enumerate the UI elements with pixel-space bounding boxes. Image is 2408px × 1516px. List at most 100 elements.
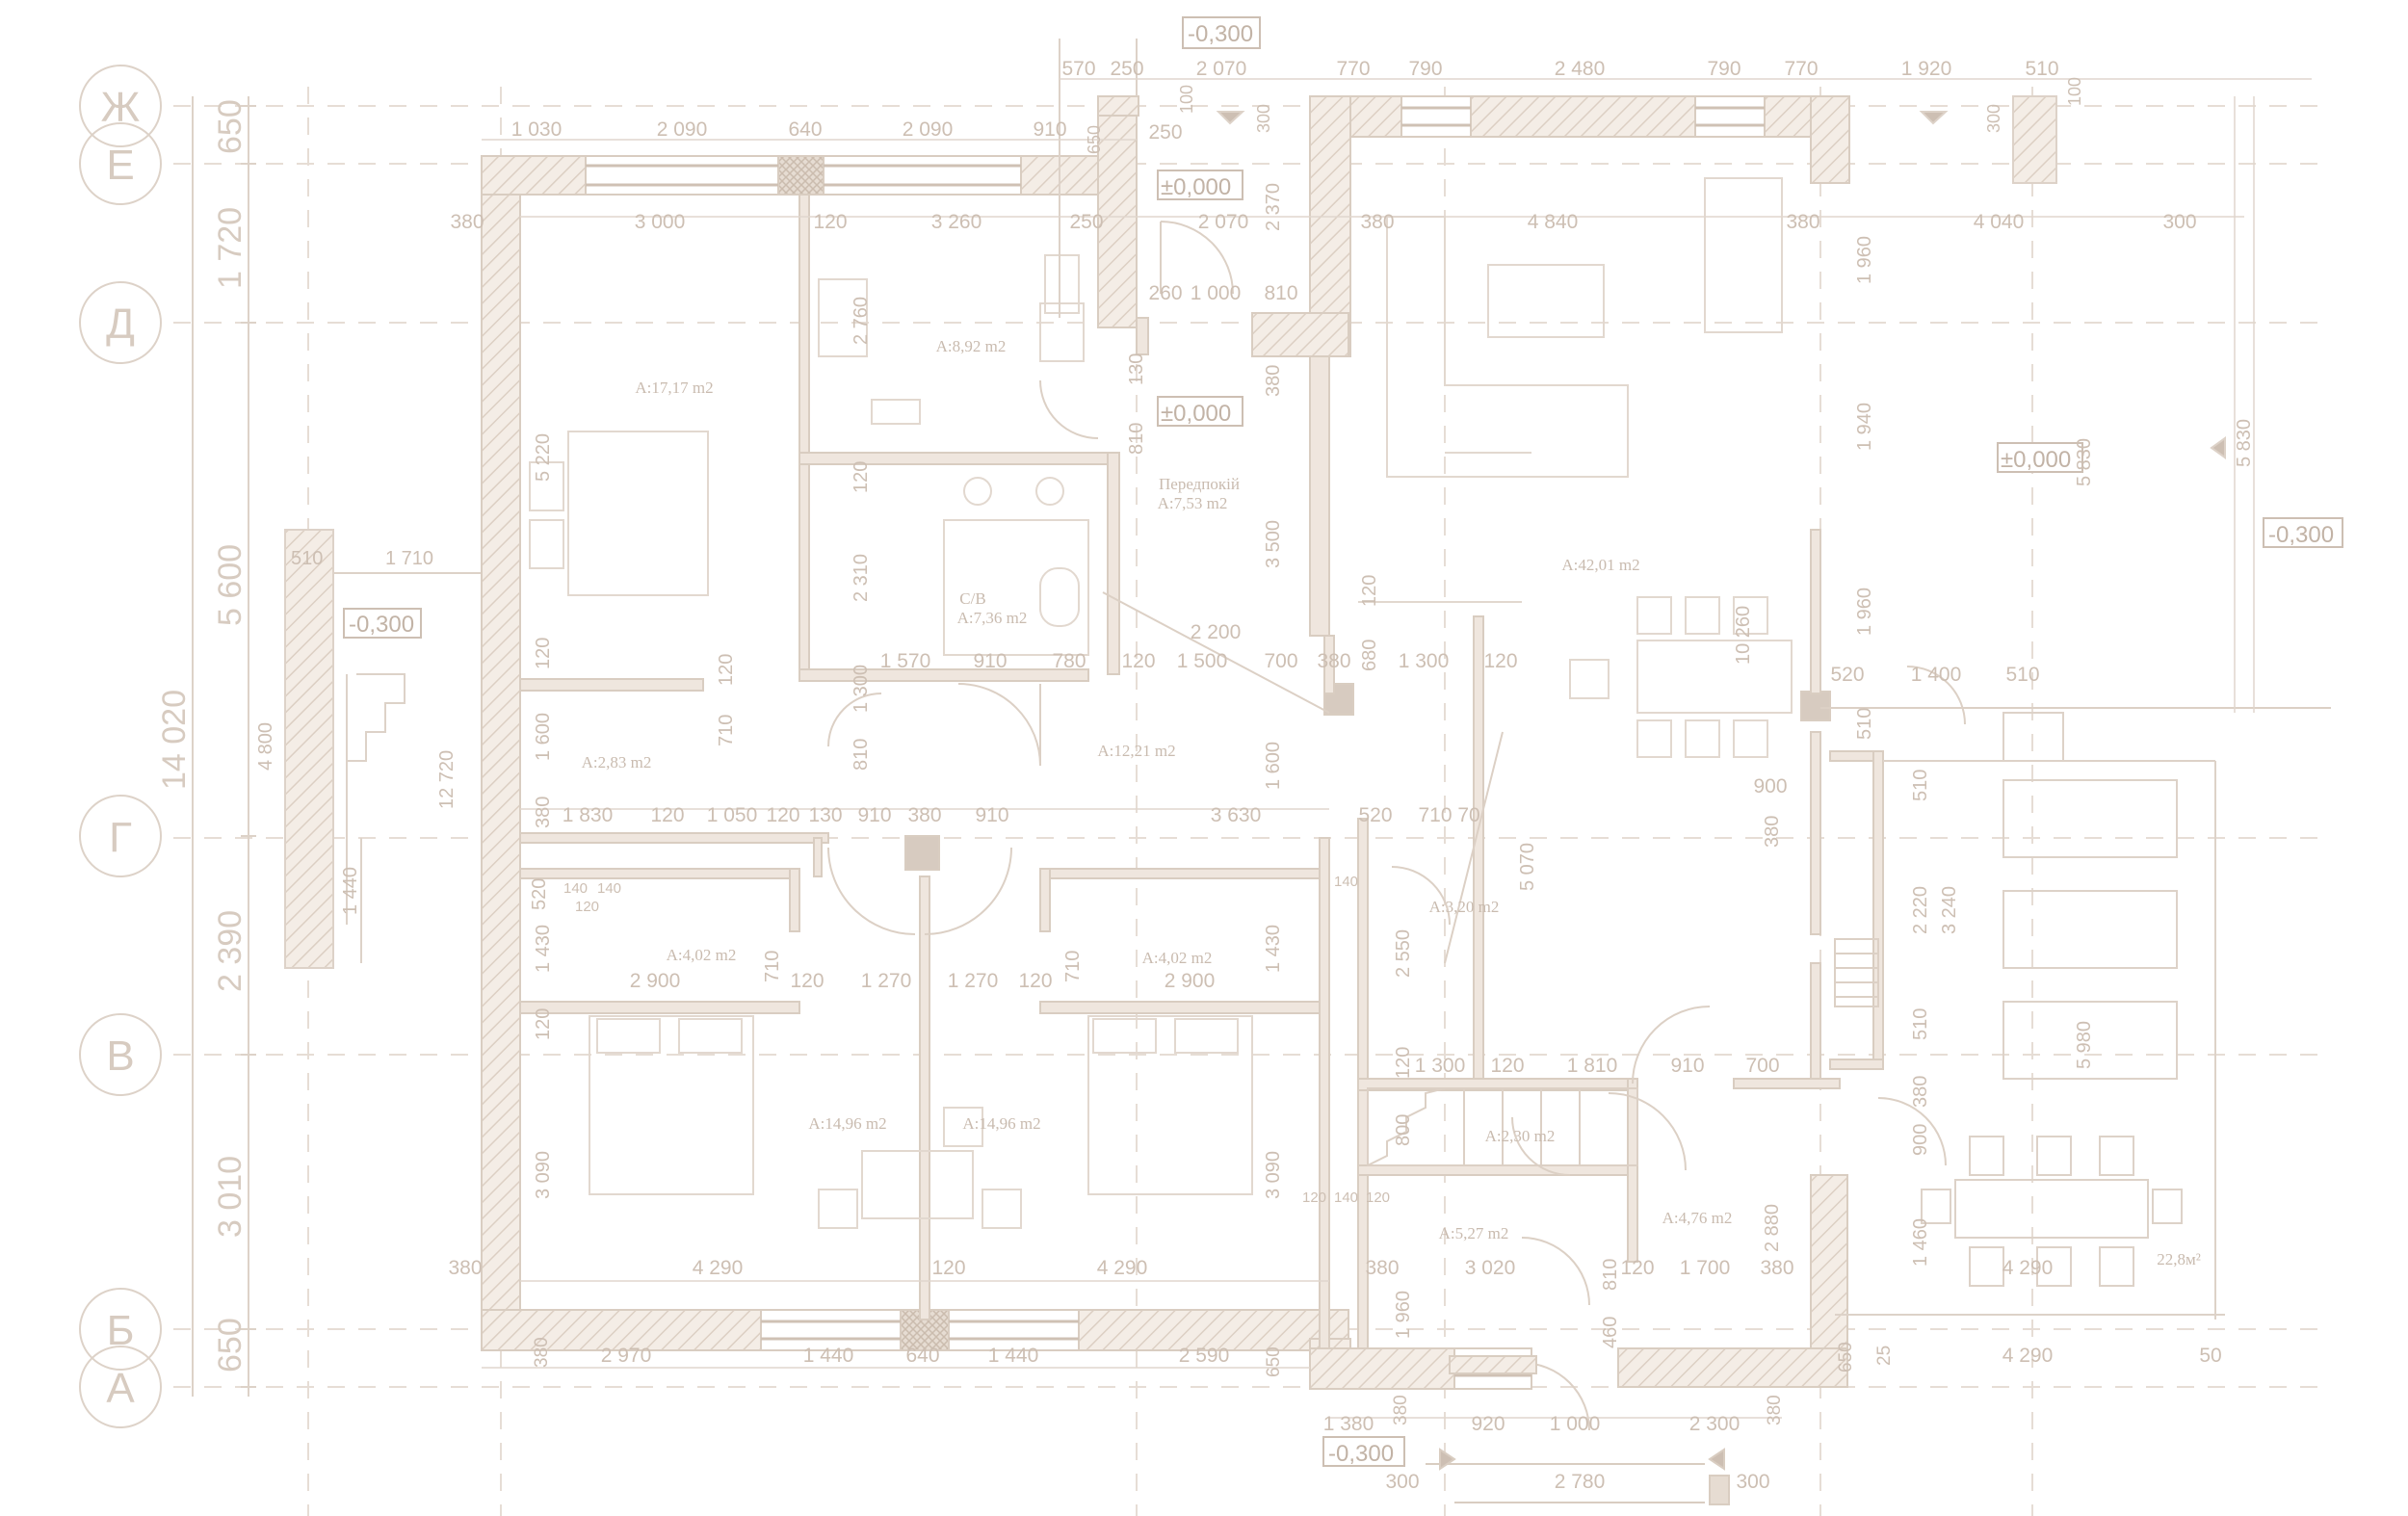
dim-120-2: 120 — [851, 461, 872, 493]
axis-label-g: Г — [109, 814, 132, 861]
dim-2200: 2 200 — [1191, 621, 1242, 643]
stairs — [1367, 938, 1879, 1166]
dim-bottom-2970: 2 970 — [601, 1345, 652, 1367]
dim-1960-1: 1 960 — [1854, 236, 1875, 284]
dim-top-250b: 250 — [1148, 121, 1182, 144]
dim-1700: 1 700 — [1680, 1257, 1731, 1279]
dim-top-2090b: 2 090 — [903, 118, 954, 141]
exterior-walls — [481, 95, 1850, 1390]
dim-1300: 1 300 — [1399, 650, 1450, 672]
dim-top-100: 100 — [1177, 85, 1196, 114]
dim-5830b: 5 830 — [2234, 419, 2255, 467]
dim-left-5600: 5 600 — [212, 544, 249, 626]
dim-3090b: 3 090 — [1263, 1151, 1284, 1199]
dim-bottom-380b: 380 — [1391, 1395, 1411, 1425]
dim-top-2090: 2 090 — [657, 118, 708, 141]
dim-top-770: 770 — [1336, 58, 1370, 80]
dim-120-1: 120 — [813, 211, 847, 233]
dim-710d: 710 — [1062, 951, 1084, 982]
dim-3240: 3 240 — [1939, 886, 1960, 934]
dim-2370: 2 370 — [1263, 183, 1284, 231]
dim-bottom-920: 920 — [1471, 1413, 1505, 1435]
dim-510-4: 510 — [1910, 1008, 1931, 1040]
dim-bottom-300: 300 — [1385, 1471, 1419, 1493]
dim-520: 520 — [1830, 664, 1864, 686]
room-hall-area: A:7,53 m2 — [1158, 494, 1228, 512]
dim-top-100b: 100 — [2065, 77, 2084, 106]
dim-1500: 1 500 — [1177, 650, 1228, 672]
dim-top-510: 510 — [2025, 58, 2058, 80]
dim-120-5: 120 — [1121, 650, 1155, 672]
dim-1270: 1 270 — [861, 970, 912, 992]
room-living: A:42,01 m2 — [1561, 556, 1639, 574]
dim-1430b: 1 430 — [1263, 925, 1284, 973]
dim-380-7: 380 — [907, 804, 941, 826]
dim-710: 710 — [716, 715, 737, 746]
dim-bottom-2780: 2 780 — [1555, 1471, 1606, 1493]
dim-2220: 2 220 — [1910, 886, 1931, 934]
dim-5830: 5 830 — [2074, 438, 2095, 486]
dim-3500: 3 500 — [1263, 520, 1284, 568]
dim-2900: 2 900 — [630, 970, 681, 992]
dim-1960-2: 1 960 — [1854, 588, 1875, 636]
dim-520c: 520 — [529, 878, 550, 910]
dim-510-1: 510 — [2005, 664, 2039, 686]
entry-steps — [1426, 1355, 1730, 1505]
dim-bottom-25: 25 — [1874, 1346, 1895, 1366]
dim-top-790b: 790 — [1707, 58, 1741, 80]
dim-4290c: 4 290 — [2002, 1257, 2054, 1279]
dim-1600b: 1 600 — [1263, 742, 1284, 790]
dim-12720: 12 720 — [436, 750, 458, 809]
dim-130: 130 — [1126, 353, 1147, 385]
dim-3630: 3 630 — [1211, 804, 1262, 826]
dim-380-3: 380 — [1786, 211, 1819, 233]
dim-5070: 5 070 — [1517, 843, 1538, 891]
dim-780: 780 — [1052, 650, 1086, 672]
dim-left-14020: 14 020 — [156, 690, 193, 790]
room-vestibule: A:4,76 m2 — [1662, 1209, 1733, 1227]
dim-510-2: 510 — [1854, 708, 1875, 740]
dim-top-650: 650 — [1085, 125, 1104, 154]
dim-710c: 710 — [762, 951, 783, 982]
door-swings — [827, 221, 2331, 1431]
dim-2880: 2 880 — [1762, 1204, 1783, 1252]
dim-bottom-1000: 1 000 — [1550, 1413, 1601, 1435]
dim-bottom-380c: 380 — [1765, 1395, 1785, 1425]
dim-bottom-4290: 4 290 — [2002, 1345, 2054, 1367]
dim-910d: 910 — [1670, 1055, 1704, 1077]
dim-2310: 2 310 — [851, 554, 872, 602]
dim-120-4: 120 — [1359, 575, 1380, 607]
room-wardrobe-l: A:4,02 m2 — [667, 946, 737, 964]
level-right: -0,300 — [2268, 522, 2334, 548]
dim-120-11: 120 — [1018, 970, 1052, 992]
dim-380-5: 380 — [1317, 650, 1350, 672]
axis-bubbles — [79, 65, 162, 1428]
dim-bottom-300b: 300 — [1736, 1471, 1769, 1493]
dim-1830: 1 830 — [563, 804, 614, 826]
dim-left-650-top: 650 — [212, 99, 249, 154]
dim-3260: 3 260 — [931, 211, 982, 233]
axis-label-ye: Е — [106, 142, 134, 189]
level-boxes — [343, 16, 2343, 1467]
dim-4290b: 4 290 — [1097, 1257, 1148, 1279]
dim-460: 460 — [1600, 1317, 1621, 1348]
left-porch — [284, 529, 482, 969]
dim-porch-1440: 1 440 — [340, 867, 361, 915]
dim-porch-510: 510 — [291, 548, 323, 569]
dim-bottom-1440: 1 440 — [803, 1345, 854, 1367]
axis-label-zh: Ж — [101, 84, 141, 131]
dim-1600: 1 600 — [533, 713, 554, 761]
room-wc-area: A:7,36 m2 — [957, 609, 1028, 627]
dim-left-3010: 3 010 — [212, 1156, 249, 1238]
dim-1050: 1 050 — [707, 804, 758, 826]
dim-3020: 3 020 — [1465, 1257, 1516, 1279]
dim-810b: 810 — [1126, 423, 1147, 455]
dim-4840: 4 840 — [1528, 211, 1579, 233]
dim-top-1030: 1 030 — [511, 118, 563, 141]
dim-380-4: 380 — [1263, 365, 1284, 397]
dim-140-a: 140 — [563, 880, 588, 897]
dim-800: 800 — [1393, 1114, 1414, 1146]
dim-70: 70 — [1457, 804, 1479, 826]
dim-top-790: 790 — [1408, 58, 1442, 80]
